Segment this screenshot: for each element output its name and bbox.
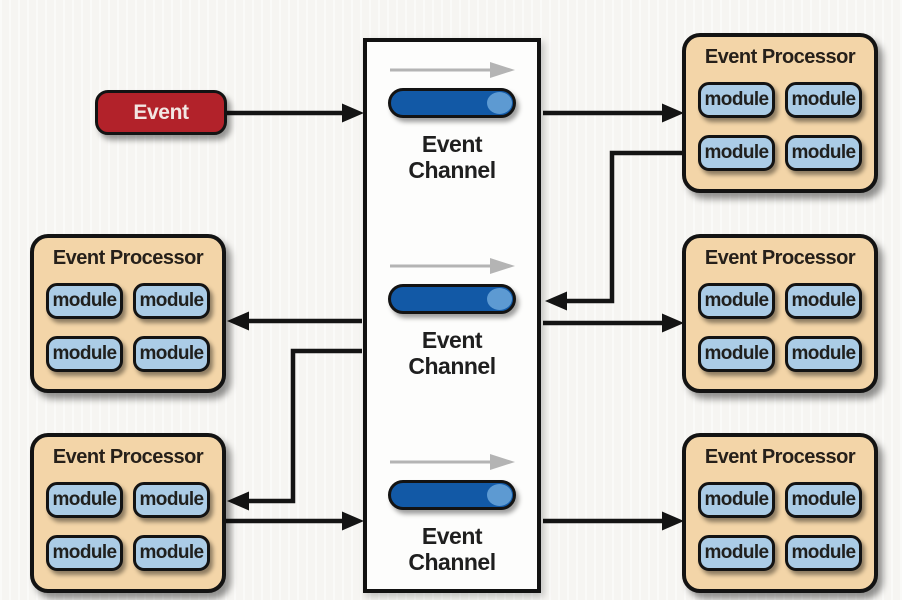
module-pill: module <box>785 535 862 571</box>
module-grid: module module module module <box>34 283 222 372</box>
module-pill: module <box>698 135 775 171</box>
module-pill: module <box>46 336 123 372</box>
event-channel-1: Event Channel <box>367 60 537 183</box>
module-pill: module <box>46 482 123 518</box>
module-pill: module <box>785 336 862 372</box>
event-processor-bottom-right: Event Processor module module module mod… <box>682 433 878 593</box>
channel-label: Event Channel <box>408 131 496 183</box>
arrow-channel-1-to-processor-top-right <box>543 103 684 123</box>
module-pill: module <box>46 535 123 571</box>
pipe-end-highlight <box>487 92 512 114</box>
module-pill: module <box>46 283 123 319</box>
module-pill: module <box>698 283 775 319</box>
event-channel-3: Event Channel <box>367 452 537 575</box>
event-channel-bus: Event Channel Event Channel Event Channe… <box>363 38 541 593</box>
event-processor-middle-right: Event Processor module module module mod… <box>682 234 878 393</box>
module-grid: module module module module <box>686 482 874 571</box>
channel-pipe <box>388 88 516 118</box>
arrow-processor-top-right-to-channel-2 <box>545 150 682 311</box>
event-processor-title: Event Processor <box>704 446 856 468</box>
event-channel-2: Event Channel <box>367 256 537 379</box>
channel-label: Event Channel <box>408 327 496 379</box>
channel-label: Event Channel <box>408 523 496 575</box>
module-grid: module module module module <box>34 482 222 571</box>
module-grid: module module module module <box>686 283 874 372</box>
flow-direction-arrow-icon <box>390 454 515 470</box>
flow-direction-arrow-icon <box>390 62 515 78</box>
pipe-end-highlight <box>487 484 512 506</box>
arrow-event-to-channel-1 <box>227 103 364 123</box>
channel-pipe <box>388 284 516 314</box>
module-pill: module <box>133 482 210 518</box>
module-pill: module <box>785 135 862 171</box>
module-pill: module <box>698 336 775 372</box>
module-pill: module <box>785 482 862 518</box>
module-pill: module <box>785 283 862 319</box>
module-grid: module module module module <box>686 82 874 171</box>
arrow-channel-2-to-processor-middle-right <box>543 313 684 333</box>
event-processor-title: Event Processor <box>704 247 856 269</box>
module-pill: module <box>698 82 775 118</box>
module-pill: module <box>133 535 210 571</box>
module-pill: module <box>133 336 210 372</box>
event-processor-title: Event Processor <box>704 46 856 68</box>
pipe-end-highlight <box>487 288 512 310</box>
flow-direction-arrow-icon <box>390 258 515 274</box>
module-pill: module <box>698 482 775 518</box>
module-pill: module <box>133 283 210 319</box>
event-processor-middle-left: Event Processor module module module mod… <box>30 234 226 393</box>
arrow-channel-2-to-processor-bottom-left <box>227 348 362 511</box>
arrow-processor-bottom-left-to-channel-3 <box>224 511 364 531</box>
event-node: Event <box>95 90 227 135</box>
event-processor-title: Event Processor <box>52 446 204 468</box>
arrow-channel-3-to-processor-bottom-right <box>543 511 684 531</box>
event-processor-top-right: Event Processor module module module mod… <box>682 33 878 193</box>
module-pill: module <box>785 82 862 118</box>
arrow-channel-2-to-processor-middle-left <box>227 311 362 331</box>
event-processor-title: Event Processor <box>52 247 204 269</box>
module-pill: module <box>698 535 775 571</box>
channel-pipe <box>388 480 516 510</box>
event-processor-bottom-left: Event Processor module module module mod… <box>30 433 226 593</box>
